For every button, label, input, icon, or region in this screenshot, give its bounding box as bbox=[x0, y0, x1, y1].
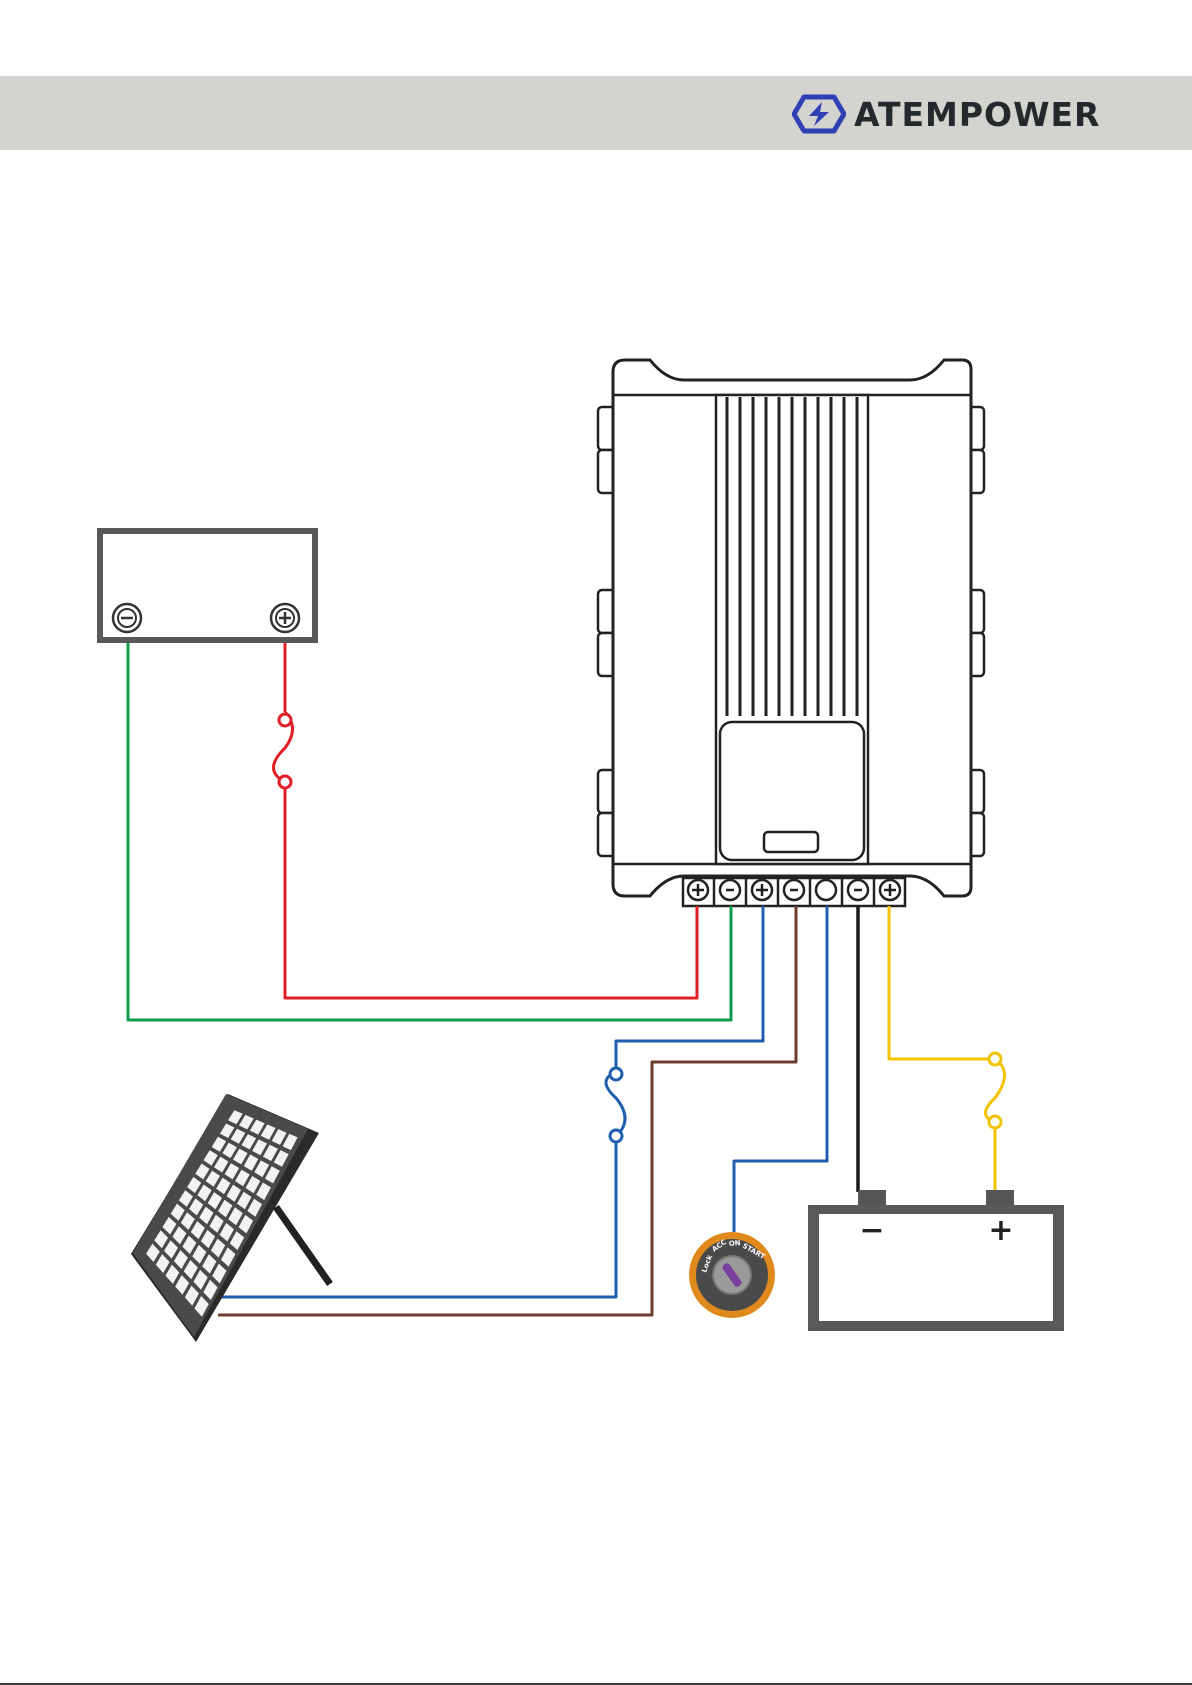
terminal-2-negative bbox=[720, 880, 740, 900]
terminal-7-positive bbox=[880, 880, 900, 900]
blue-ignition-wire bbox=[734, 906, 827, 1232]
ignition-switch: Lock ACC ON START bbox=[689, 1232, 775, 1318]
solar-panel bbox=[131, 1094, 330, 1342]
yellow-wire bbox=[889, 906, 995, 1059]
negative-terminal-icon bbox=[113, 604, 141, 632]
battery-negative-label: − bbox=[859, 1213, 884, 1248]
starter-battery: − + bbox=[808, 1190, 1064, 1331]
terminal-3-positive bbox=[752, 880, 772, 900]
service-battery bbox=[97, 528, 318, 643]
positive-terminal-icon bbox=[271, 604, 299, 632]
terminal-block bbox=[683, 878, 905, 906]
dc-dc-charger bbox=[598, 360, 984, 896]
terminal-4-negative bbox=[784, 880, 804, 900]
terminal-1-positive bbox=[688, 880, 708, 900]
terminal-6-negative bbox=[848, 880, 868, 900]
terminal-5-ignition bbox=[816, 880, 836, 900]
battery-positive-label: + bbox=[988, 1213, 1013, 1248]
ignition-on-label: ON bbox=[728, 1239, 741, 1248]
